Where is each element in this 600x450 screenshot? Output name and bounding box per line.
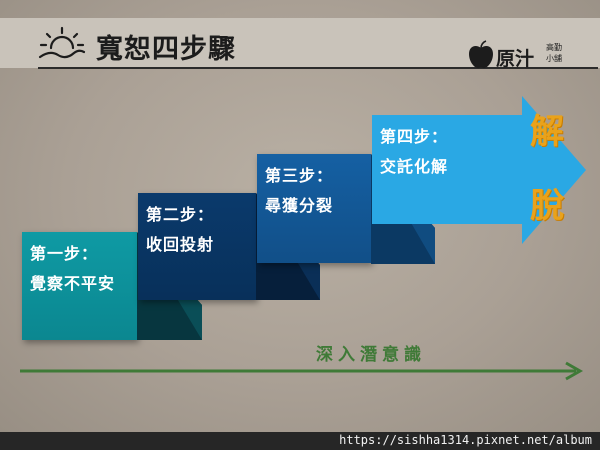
brand-logo: 原汁 高勤小舖 xyxy=(460,40,590,74)
step-4-label: 第四步： xyxy=(380,127,449,146)
step-1-text: 覺察不平安 xyxy=(30,274,116,293)
step-card-4: 第四步： 交託化解 xyxy=(372,115,522,224)
step-card-2: 第二步： 收回投射 xyxy=(138,193,256,300)
page-title: 寬恕四步驟 xyxy=(96,34,236,65)
step-card-1: 第一步： 覺察不平安 xyxy=(22,232,137,340)
watermark-bar: https://sishha1314.pixnet.net/album xyxy=(0,432,600,450)
step-3-text: 尋獲分裂 xyxy=(265,196,334,215)
step-3-label: 第三步： xyxy=(265,166,334,185)
sunrise-icon xyxy=(38,26,86,59)
step-card-3: 第三步： 尋獲分裂 xyxy=(257,154,371,263)
progress-label: 深入潛意識 xyxy=(316,345,426,365)
title-bar xyxy=(0,18,600,68)
watermark-url: https://sishha1314.pixnet.net/album xyxy=(339,433,592,447)
apple-icon xyxy=(469,40,493,69)
slide-background: 寬恕四步驟 原汁 高勤小舖 第一步： 覺察不平安 第二步： 收回投射 第三步： … xyxy=(0,0,600,432)
green-arrow-icon xyxy=(20,361,584,381)
step-2-text: 收回投射 xyxy=(146,235,215,254)
result-char-1: 解 xyxy=(530,112,564,152)
step-1-label: 第一步： xyxy=(30,244,99,263)
step-4-text: 交託化解 xyxy=(380,157,449,176)
logo-text: 原汁 xyxy=(496,48,535,70)
result-char-2: 脫 xyxy=(530,186,564,226)
title-underline xyxy=(38,67,598,69)
step-4-arrow xyxy=(372,96,586,244)
step-2-label: 第二步： xyxy=(146,205,215,224)
logo-small-text: 高勤小舖 xyxy=(546,43,562,63)
